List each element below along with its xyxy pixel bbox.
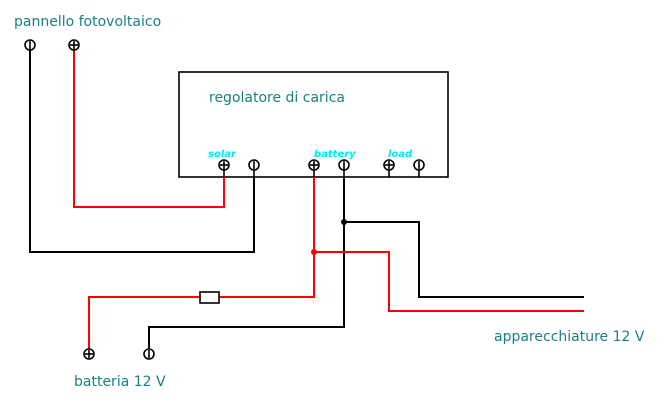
solar-terminal-label: solar <box>208 149 237 160</box>
battery-positive-terminal <box>308 159 320 171</box>
solar-positive-terminal <box>218 159 230 171</box>
wire-panel-positive <box>73 50 225 208</box>
load-terminal-label: load <box>388 149 413 160</box>
battery-negative-terminal <box>338 159 350 171</box>
load-positive-terminal <box>383 159 395 171</box>
battery-terminal-label: battery <box>314 149 356 160</box>
wire-battery-positive <box>88 177 315 349</box>
battery-label: batteria 12 V <box>74 374 166 390</box>
battery-pos-terminal <box>83 348 95 360</box>
panel-negative-terminal <box>24 39 36 51</box>
solar-negative-terminal <box>248 159 260 171</box>
panel-positive-terminal <box>68 39 80 51</box>
fuse <box>199 291 220 304</box>
wire-load-positive <box>314 251 584 312</box>
wire-load-negative <box>344 221 584 298</box>
wire-panel-negative <box>29 50 255 253</box>
loads-label: apparecchiature 12 V <box>494 329 645 345</box>
battery-neg-terminal <box>143 348 155 360</box>
regulator-label: regolatore di carica <box>209 90 345 106</box>
panel-label: pannello fotovoltaico <box>14 14 161 30</box>
load-negative-terminal <box>413 159 425 171</box>
junction-negative <box>341 219 347 225</box>
junction-positive <box>311 249 317 255</box>
